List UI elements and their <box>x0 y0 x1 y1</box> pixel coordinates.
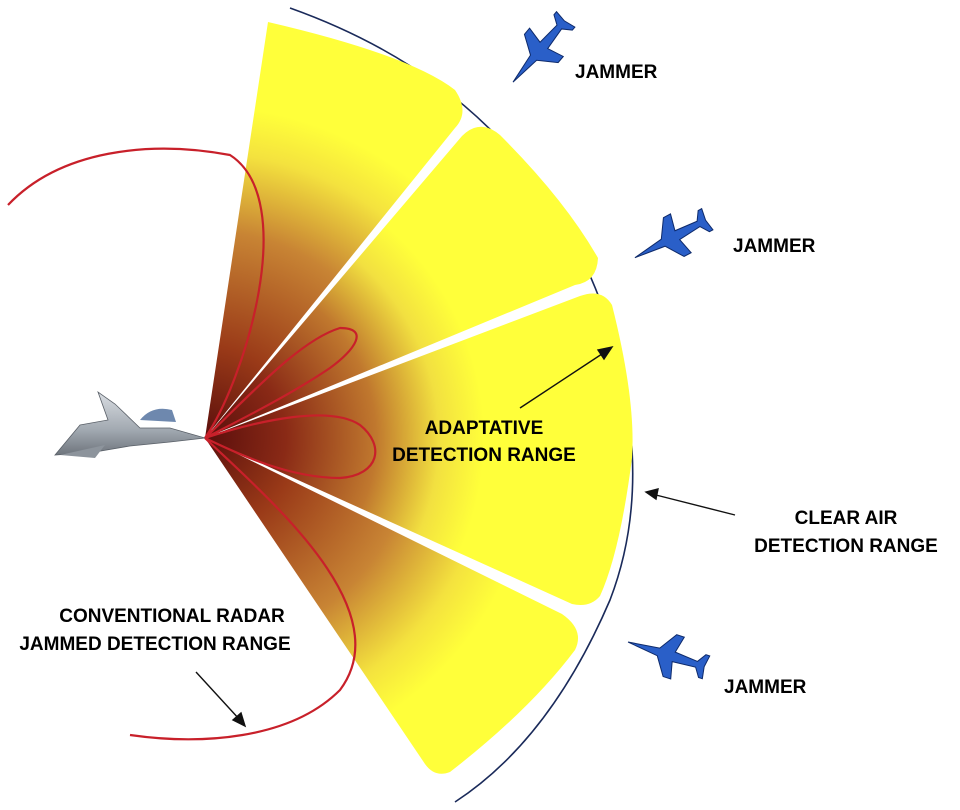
sector-middle <box>205 293 633 605</box>
adaptive-label-line1: ADAPTATIVE <box>425 418 544 439</box>
radar-lobe-outer-lower <box>129 437 357 741</box>
jammer-aircraft-icon-3 <box>627 634 711 680</box>
conventional-label-line1: CONVENTIONAL RADAR <box>59 606 285 627</box>
conventional-label-line2: JAMMED DETECTION RANGE <box>19 634 290 655</box>
clear-air-label-line1: CLEAR AIR <box>795 508 898 529</box>
jammer-aircraft-icon-1 <box>512 10 576 83</box>
arrow-clear-air-head <box>644 488 659 501</box>
sector-top <box>205 22 463 438</box>
radar-lobe-main <box>204 414 377 480</box>
adaptive-label-line2: DETECTION RANGE <box>392 445 576 466</box>
arrow-adaptive-head <box>596 345 614 361</box>
radar-lobe-outer-upper <box>7 147 265 439</box>
arrow-clear-air <box>651 493 736 516</box>
conventional-radar-pattern <box>7 147 377 741</box>
jammer-label-2: JAMMER <box>733 236 816 257</box>
jammer-label-3: JAMMER <box>724 677 807 698</box>
sector-lower <box>205 438 579 774</box>
jammer-label-1: JAMMER <box>575 62 658 83</box>
pointer-arrows <box>195 345 736 728</box>
fighter-jet-icon <box>54 390 206 458</box>
sector-upper <box>205 126 598 438</box>
arrow-conventional <box>195 671 241 721</box>
jammer-aircraft-icon-2 <box>634 207 714 259</box>
arrow-adaptive <box>519 349 609 409</box>
radar-lobe-upper-small <box>204 326 358 439</box>
clear-air-label-line2: DETECTION RANGE <box>754 536 938 557</box>
arrow-conventional-head <box>231 711 247 728</box>
